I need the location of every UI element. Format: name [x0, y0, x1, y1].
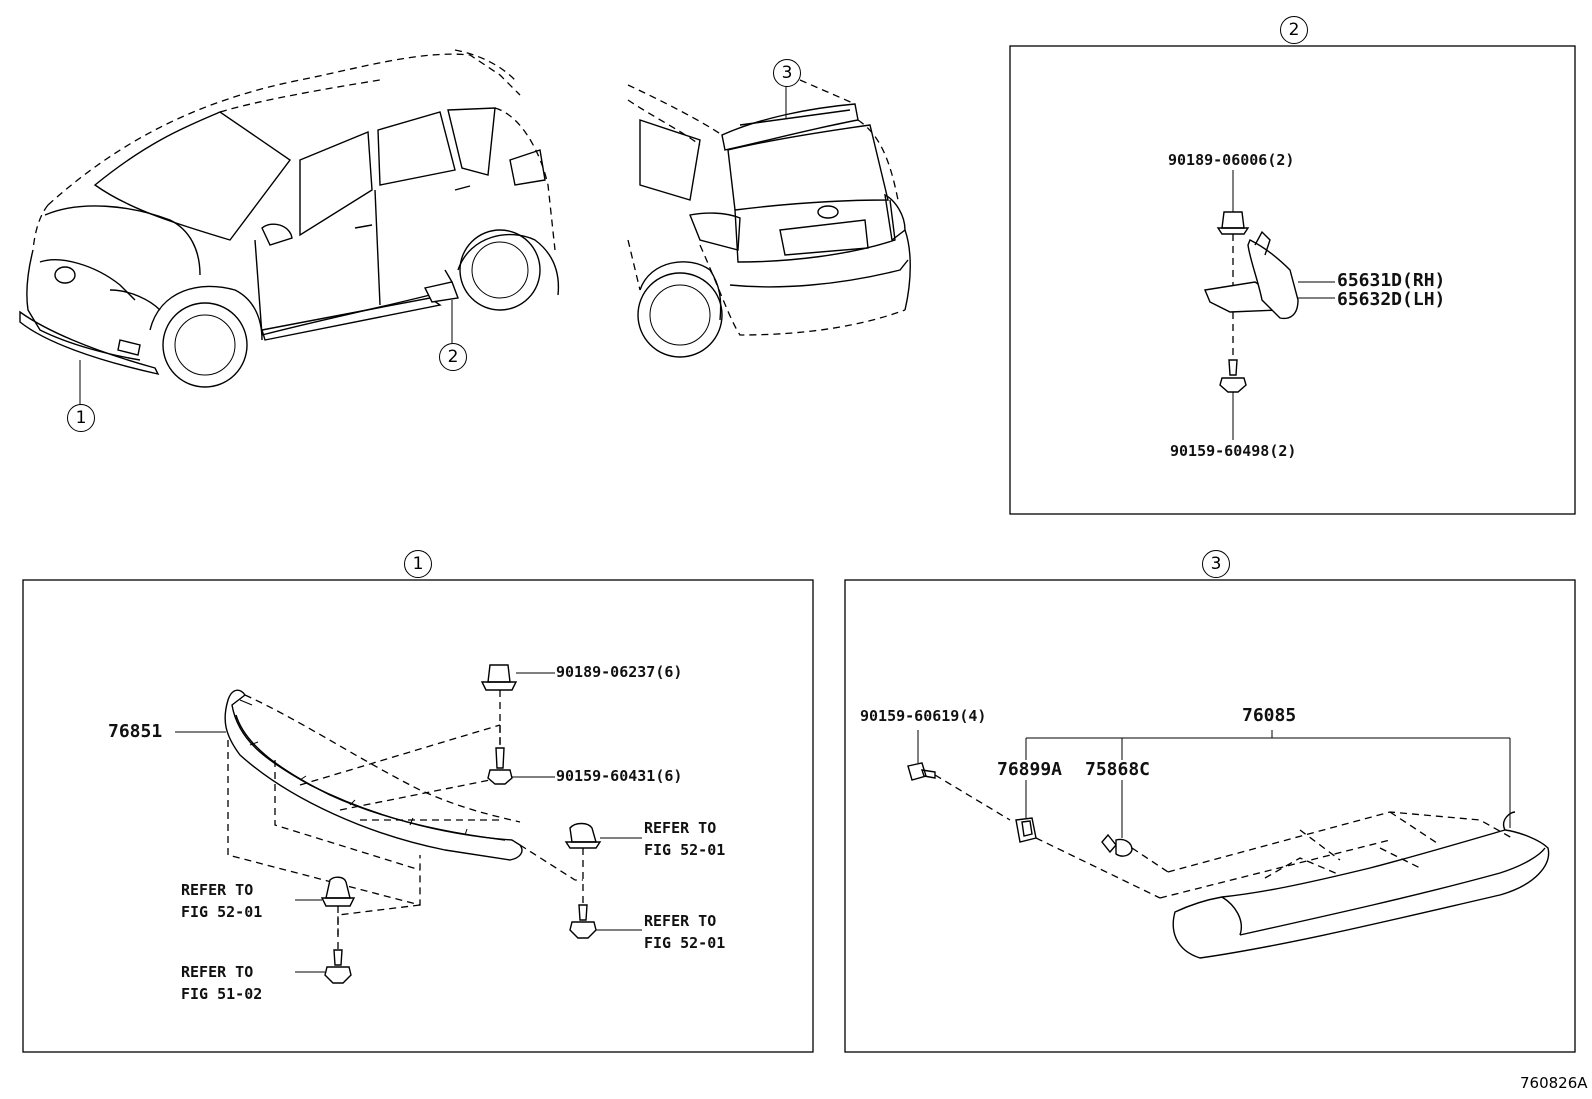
label-clip-90189-06237: 90189-06237(6)	[556, 663, 683, 681]
label-refer-right-clip-line1: REFER TO	[644, 819, 717, 837]
label-part-65631d-rh: 65631D(RH)	[1337, 270, 1446, 291]
callout-1-front: 1	[67, 404, 95, 432]
label-clip-90189-06006: 90189-06006(2)	[1168, 151, 1295, 169]
inset-2-header: 2	[1280, 16, 1308, 44]
label-refer-left-clip-line1: REFER TO	[181, 881, 254, 899]
label-screw-90159-60619: 90159-60619(4)	[860, 707, 987, 725]
label-refer-left-clip-line2: FIG 52-01	[181, 903, 263, 921]
callout-3-rear: 3	[773, 59, 801, 87]
inset-1-frame	[22, 579, 814, 1053]
inset-3-frame	[844, 579, 1576, 1053]
label-spoiler-76851: 76851	[108, 721, 163, 742]
label-screw-90159-60431: 90159-60431(6)	[556, 767, 683, 785]
diagram-code: 760826A	[1520, 1074, 1588, 1092]
inset-1-front-spoiler-drawing	[175, 664, 642, 984]
label-part-65632d-lh: 65632D(LH)	[1337, 289, 1446, 310]
label-refer-right-screw-line2: FIG 52-01	[644, 934, 726, 952]
label-refer-right-screw-line1: REFER TO	[644, 912, 717, 930]
label-refer-left-screw-line1: REFER TO	[181, 963, 254, 981]
label-refer-left-screw-line2: FIG 51-02	[181, 985, 263, 1003]
inset-3-header: 3	[1202, 550, 1230, 578]
label-assembly-76085: 76085	[1242, 705, 1297, 726]
inset-2-frame	[1009, 45, 1576, 515]
front-car-illustration	[19, 49, 560, 405]
label-refer-right-clip-line2: FIG 52-01	[644, 841, 726, 859]
inset-1-header: 1	[404, 550, 432, 578]
label-part-75868c: 75868C	[1085, 759, 1151, 780]
label-screw-90159-60498: 90159-60498(2)	[1170, 442, 1297, 460]
rear-car-illustration	[627, 79, 911, 358]
inset-3-rear-spoiler-drawing	[907, 730, 1550, 959]
callout-2-front: 2	[439, 343, 467, 371]
label-part-76899a: 76899A	[997, 759, 1063, 780]
inset-2-mud-guard-drawing	[1204, 170, 1335, 440]
